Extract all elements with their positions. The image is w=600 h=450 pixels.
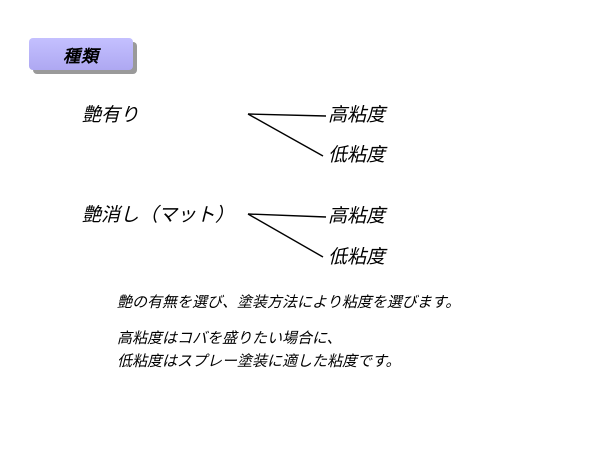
- note-line: 低粘度はスプレー塗装に適した粘度です。: [117, 352, 401, 370]
- connector-line: [247, 113, 327, 117]
- connector-line: [247, 213, 324, 258]
- branch-low-viscosity: 低粘度: [328, 144, 386, 166]
- group-label-matte: 艶消し（マット）: [82, 204, 235, 226]
- branch-high-viscosity: 高粘度: [328, 205, 386, 227]
- connector-line: [247, 213, 327, 218]
- slide-title: 種類: [29, 38, 133, 70]
- connector-line: [247, 113, 324, 157]
- branch-low-viscosity: 低粘度: [328, 246, 386, 268]
- branch-high-viscosity: 高粘度: [328, 104, 386, 126]
- note-line: 高粘度はコバを盛りたい場合に、: [117, 329, 342, 347]
- group-label-glossy: 艶有り: [82, 104, 140, 126]
- note-line: 艶の有無を選び、塗装方法により粘度を選びます。: [117, 293, 461, 311]
